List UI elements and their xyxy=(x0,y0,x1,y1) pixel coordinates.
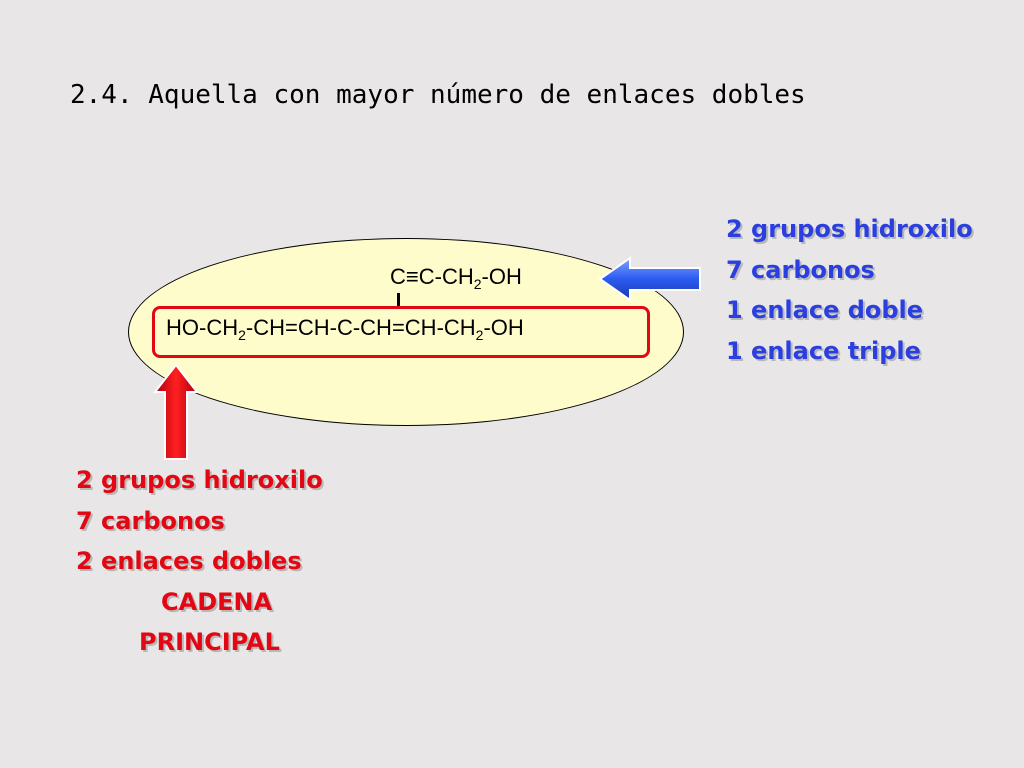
branch-bond xyxy=(397,293,400,309)
main-chain-info: 2 grupos hidroxilo 7 carbonos 2 enlaces … xyxy=(76,466,323,656)
slide-title: 2.4. Aquella con mayor número de enlaces… xyxy=(70,80,806,110)
molecule-ellipse xyxy=(128,238,684,426)
red-arrow-icon xyxy=(152,363,200,460)
triple-bond-chain-info: 2 grupos hidroxilo 7 carbonos 1 enlace d… xyxy=(726,215,973,365)
blue-arrow-icon xyxy=(598,256,701,302)
triple-bond-text: C≡ xyxy=(390,264,419,289)
branch-formula: C≡C-CH2-OH xyxy=(390,264,522,292)
main-chain-formula: HO-CH2-CH=CH-C-CH=CH-CH2-OH xyxy=(166,315,524,343)
main-chain-box xyxy=(152,306,650,358)
